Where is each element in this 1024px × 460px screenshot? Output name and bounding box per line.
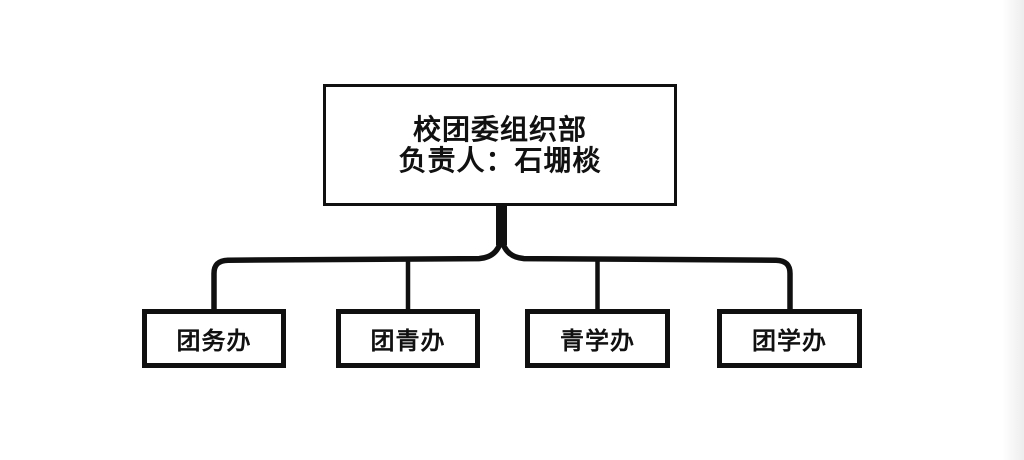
- child-node-label: 团学办: [752, 328, 827, 355]
- child-node-label: 青学办: [560, 328, 635, 355]
- org-node-child-4: 团学办: [717, 309, 862, 368]
- org-node-child-2: 团青办: [336, 309, 480, 368]
- child-node-label: 团务办: [176, 328, 252, 355]
- root-node-title: 校团委组织部: [412, 114, 587, 145]
- child-node-label: 团青办: [370, 328, 446, 355]
- connector-branch-left: [211, 232, 505, 310]
- org-node-child-3: 青学办: [525, 309, 670, 368]
- connector-branch-right: [498, 232, 793, 310]
- root-node-subtitle: 负责人：石堋棪: [398, 145, 602, 176]
- org-node-child-1: 团务办: [142, 309, 286, 368]
- org-node-root: 校团委组织部 负责人：石堋棪: [323, 84, 677, 206]
